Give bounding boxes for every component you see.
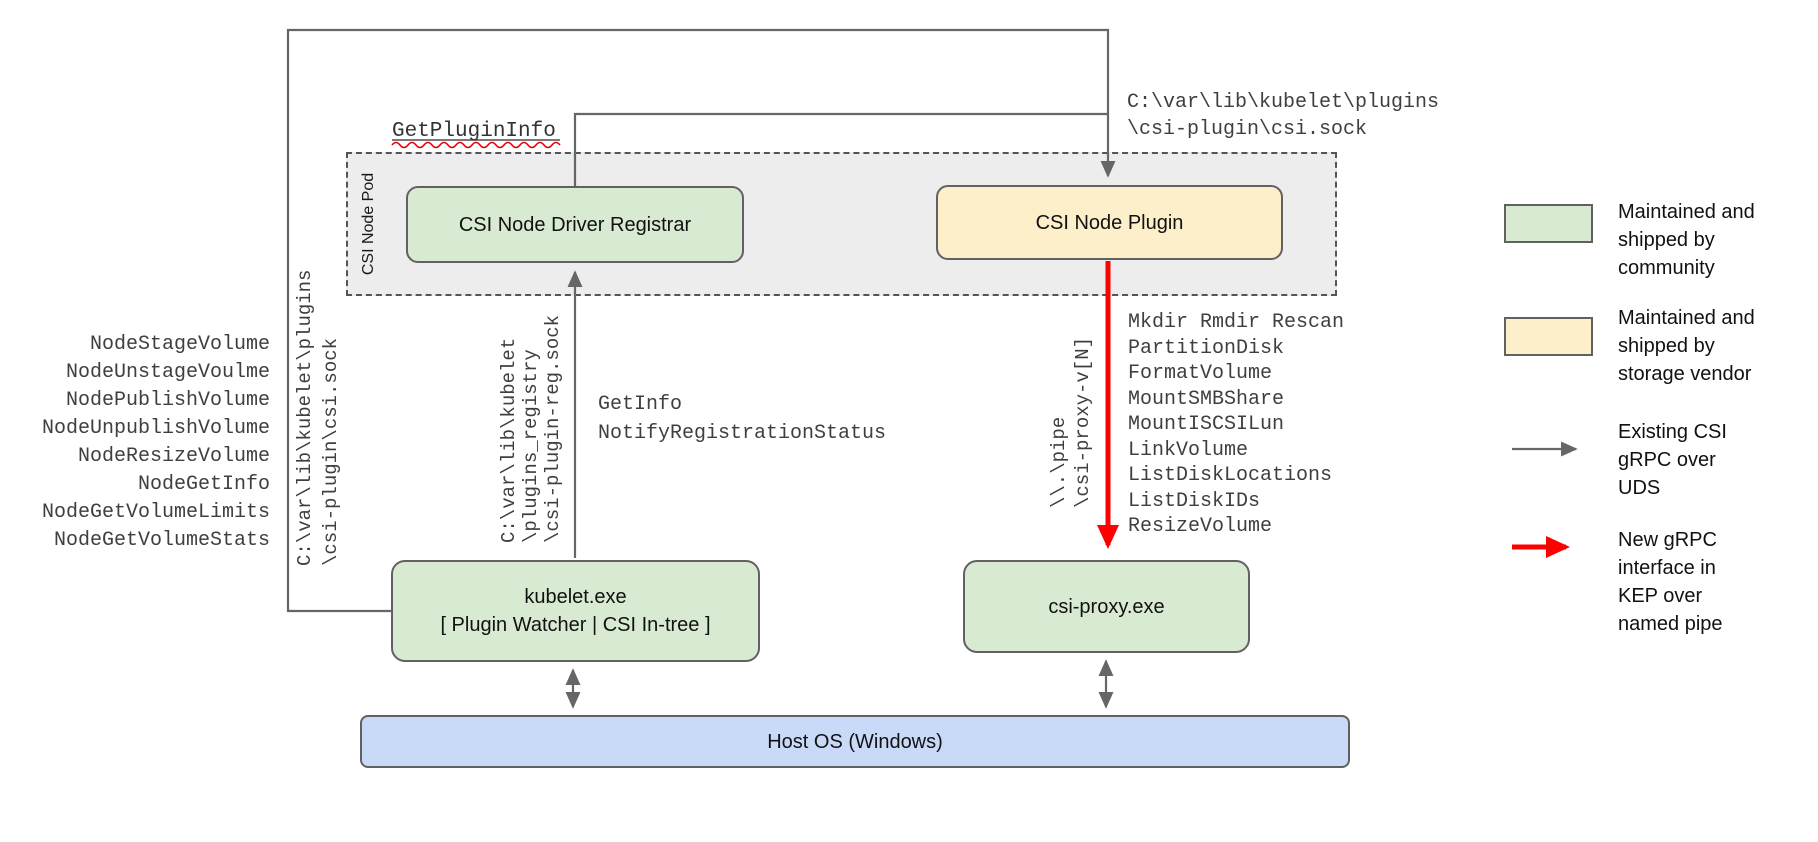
- getplugininfo-spellcheck-squiggle: [391, 141, 561, 149]
- named-pipe-path-label: \\.\pipe \csi-proxy-v[N]: [1048, 336, 1094, 508]
- uds-socket-path-vertical-label: C:\var\lib\kubelet\plugins \csi-plugin\c…: [294, 269, 342, 566]
- getplugininfo-label: GetPluginInfo: [392, 120, 556, 143]
- legend-vendor-swatch: [1504, 317, 1593, 356]
- kubelet-to-plugin-uds-line: [286, 28, 1116, 613]
- legend-namedpipe-arrow-label: New gRPC interface in KEP over named pip…: [1618, 529, 1723, 635]
- registration-socket-path-label: C:\var\lib\kubelet \plugins_registry \cs…: [498, 314, 564, 543]
- legend-community-label: Maintained and shipped by community: [1618, 201, 1755, 279]
- csi-node-pod-label: CSI Node Pod: [360, 172, 377, 276]
- host-os-box: Host OS (Windows): [360, 715, 1350, 768]
- legend-community-swatch: [1504, 204, 1593, 243]
- csi-proxy-box: csi-proxy.exe: [963, 560, 1250, 653]
- csi-node-driver-registrar-box: CSI Node Driver Registrar: [406, 186, 744, 263]
- registration-calls-label: GetInfo NotifyRegistrationStatus: [598, 393, 887, 445]
- legend-uds-arrow-label: Existing CSI gRPC over UDS: [1618, 421, 1727, 499]
- legend-vendor-label: Maintained and shipped by storage vendor: [1618, 307, 1755, 385]
- proxy-ops-list: Mkdir Rmdir Rescan PartitionDisk FormatV…: [1128, 311, 1345, 538]
- uds-socket-path-label: C:\var\lib\kubelet\plugins \csi-plugin\c…: [1127, 91, 1440, 141]
- node-calls-list: NodeStageVolume NodeUnstageVoulme NodePu…: [41, 333, 270, 552]
- kubelet-box: kubelet.exe [ Plugin Watcher | CSI In-tr…: [391, 560, 760, 662]
- registrar-getplugininfo-line: [573, 112, 1107, 187]
- csi-node-plugin-box: CSI Node Plugin: [936, 185, 1283, 260]
